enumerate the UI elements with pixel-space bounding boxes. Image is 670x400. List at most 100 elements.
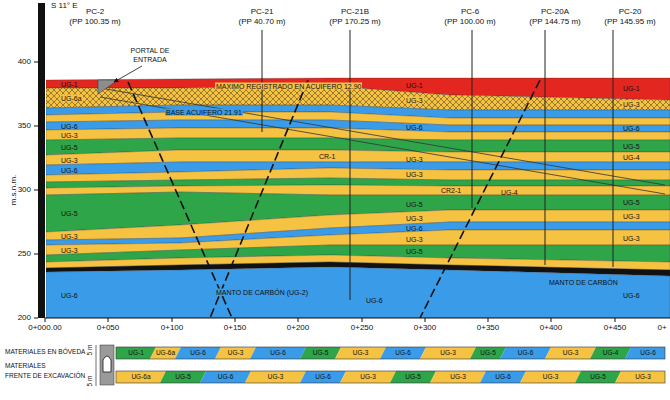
axis-label: 0+400 [539,323,563,332]
unit-label: UG-3 [60,247,79,254]
unit-label: UG-6 [60,167,79,174]
unit-label: UG-5 [405,248,424,255]
unit-label: UG-3 [60,132,79,139]
borehole-line [350,30,351,300]
note-label: BASE ACUIFERO 21.91 [165,109,243,116]
axis-title: m.s.n.m. [10,174,18,207]
stratum-band [46,128,670,140]
unit-label: UG-3 [60,233,79,240]
tunnel-line [100,97,665,194]
borehole-label: PC-20A [540,8,570,16]
note-label: MAXIMO REGISTRADO EN ACUIFERO 12.90 [215,83,362,90]
unit-label: UG-1 [622,85,641,92]
borehole-label: PC-6 [460,8,480,16]
unit-label: UG-1 [60,81,79,88]
strip-label: UG-3 [449,374,467,381]
unit-label: UG-3 [405,171,424,178]
axis-label: 0+300 [413,323,437,332]
borehole-label: PC-2 [85,8,105,16]
material-segment [175,347,221,359]
strip-label: UG-6 [494,373,512,380]
borehole-label: (PP 145.95 m) [603,17,656,26]
strip-label: UG-3 [562,349,580,356]
strip-label: UG-3 [439,350,457,357]
strip-label: UG-3 [352,350,370,357]
strip-label: UG-6 [189,349,207,356]
strip-label: UG-6 [314,374,332,381]
unit-label: UG-3 [405,171,424,178]
unit-label: UG-3 [405,156,424,163]
unit-label: UG-3 [60,233,79,240]
axis-label: 200 [17,314,32,322]
axis-tick [34,318,38,319]
fault-line [420,80,540,318]
strip-label: UG-6 [314,373,332,380]
borehole-line [262,30,263,132]
borehole-line [472,30,473,208]
unit-label: UG-3 [405,236,424,243]
strip-label: UG-6a [130,373,151,380]
axis-label: 0+200 [286,323,310,332]
unit-label: CR-1 [318,153,336,160]
strip-label: UG-4 [602,350,620,357]
material-segment [160,371,206,383]
borehole-label: (PP 144.75 m) [528,18,581,26]
strip-label: MATERIALES EN BÓVEDA [4,348,86,355]
strip-label: UG-3 [267,373,285,380]
axis-label: 0+400 [539,324,563,332]
axis-tick [45,318,46,322]
strip-label: UG-3 [634,373,652,380]
tunnel-section-icon [100,345,114,385]
strip-label: UG-5 [404,374,422,381]
elevation-axis [38,3,45,318]
note-label: ENTRADA [132,56,167,63]
portal-symbol [98,80,118,94]
strip-label: UG-4 [602,349,620,356]
unit-label: UG-5 [60,144,79,151]
material-segment [615,371,665,383]
unit-label: UG-3 [60,157,79,164]
unit-label: UG-6 [365,297,384,304]
borehole-label: PC-6 [460,7,480,16]
axis-label: 400 [17,58,32,66]
axis-label: 0+ [656,324,667,332]
strip-label: UG-3 [352,349,370,356]
strip-label: UG-6 [217,374,235,381]
note-label: PORTAL DE [130,47,171,54]
unit-label: UG-1 [622,85,641,92]
unit-label: UG-6 [365,297,384,304]
material-segment [245,371,306,383]
strip-label: UG-6 [189,350,207,357]
material-segment [340,371,396,383]
strip-label: UG-3 [449,373,467,380]
strip-label: UG-6 [517,349,535,356]
material-segment [575,371,621,383]
stratum-band [46,267,670,318]
unit-label: UG-6 [622,292,641,299]
strip-label: UG-3 [227,350,245,357]
axis-tick [425,318,426,322]
material-segment [430,371,486,383]
strip-label: UG-6 [217,373,235,380]
unit-label: UG-1 [405,82,424,89]
axis-label: 0+ [656,323,667,332]
strip-label: UG-5 [589,373,607,380]
axis-tick [615,318,616,322]
axis-label: 350 [17,121,32,130]
unit-label: UG-6 [60,123,79,130]
unit-label: UG-3 [622,213,641,220]
axis-label: 0+150 [223,323,247,332]
borehole-label: (PP 100.00 m) [443,18,496,26]
unit-label: UG-1 [60,81,79,88]
strip-label: UG-3 [267,374,285,381]
strip-label: UG-3 [227,349,245,356]
axis-label: 400 [17,57,32,66]
strip-label: UG-3 [359,373,377,380]
strip-label: FRENTE DE EXCAVACIÓN [4,372,86,379]
axis-title: m.s.n.m. [9,174,18,207]
material-segment [300,371,346,383]
fault-line [128,82,232,318]
borehole-label: PC-20 [618,7,643,16]
axis-label: S 11° E [50,2,79,10]
borehole-label: PC-21B [340,7,370,16]
